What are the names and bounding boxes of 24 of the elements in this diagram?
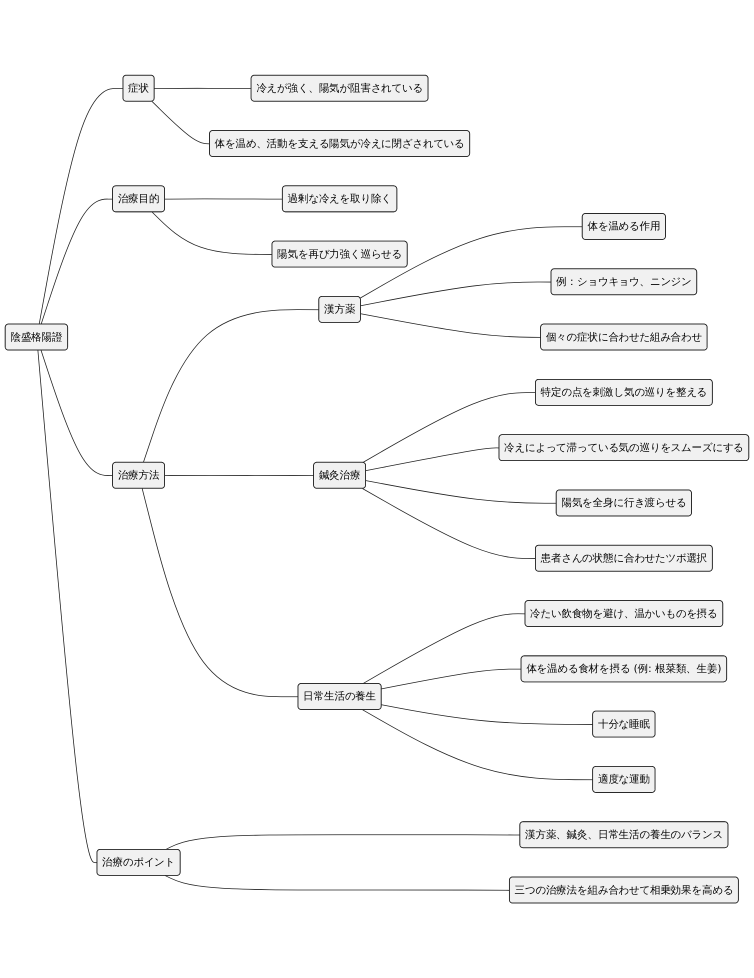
connector [362,488,536,559]
connector [164,875,510,891]
connector [381,668,522,690]
connector [38,350,98,863]
connector [360,313,542,338]
connector [381,704,594,725]
connector [142,309,320,463]
connector [152,212,273,255]
connector [366,447,500,471]
connector [362,392,536,463]
connector [154,88,252,89]
connector [362,613,526,684]
connector [366,480,557,504]
connector [152,100,210,144]
connector [360,282,552,306]
connector [164,474,314,476]
connector [164,834,520,850]
connector [38,88,124,325]
connector [40,350,114,476]
connector [360,226,583,298]
connector [362,709,594,780]
connector [40,198,114,325]
connector [164,198,284,200]
connector [142,488,299,698]
